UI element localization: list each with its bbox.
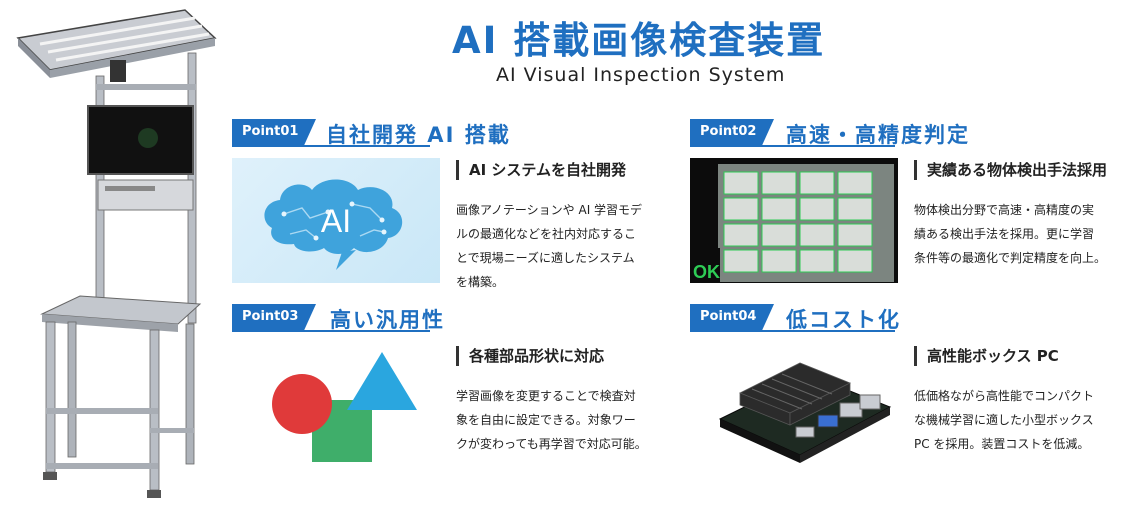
ai-brain-image: AI <box>232 158 440 283</box>
point02-badge: Point02 <box>690 119 774 145</box>
blue-triangle-icon <box>347 352 417 410</box>
brain-icon: AI <box>264 179 403 270</box>
point04-description: 低価格ながら高性能でコンパクト な機械学習に適した小型ボックス PC を採用。装… <box>914 389 1095 451</box>
point04-badge: Point04 <box>690 304 774 330</box>
point02-subtitle: 実績ある物体検出手法採用 <box>914 160 1107 180</box>
inspection-machine-image <box>16 9 217 498</box>
point02-title: 高速・高精度判定 <box>786 123 970 147</box>
point01-description: 画像アノテーションや AI 学習モデ ルの最適化などを社内対応するこ とで現場ニ… <box>456 203 643 289</box>
point01-title: 自社開発 AI 搭載 <box>326 123 511 147</box>
point01-underline <box>232 145 430 147</box>
point04-underline <box>690 330 895 332</box>
inspection-result-image: OK <box>690 158 898 283</box>
point03-title: 高い汎用性 <box>330 308 445 332</box>
ai-image-label: AI <box>321 203 351 239</box>
box-pc-image <box>700 335 900 475</box>
ok-result-label: OK <box>693 262 720 282</box>
point01-subtitle: AI システムを自社開発 <box>456 160 626 180</box>
red-circle-icon <box>272 374 332 434</box>
point03-badge: Point03 <box>232 304 316 330</box>
point02-underline <box>690 145 895 147</box>
generic-shapes-image <box>232 342 440 472</box>
point03-underline <box>232 330 430 332</box>
point02-description: 物体検出分野で高速・高精度の実 績ある検出手法を採用。更に学習 条件等の最適化で… <box>914 203 1107 265</box>
point04-title: 低コスト化 <box>786 308 901 332</box>
page-title: AI 搭載画像検査装置 <box>452 19 826 62</box>
point01-badge: Point01 <box>232 119 316 145</box>
page-subtitle: AI Visual Inspection System <box>496 64 786 86</box>
point03-subtitle: 各種部品形状に対応 <box>456 346 604 366</box>
point04-subtitle: 高性能ボックス PC <box>914 346 1059 366</box>
point03-description: 学習画像を変更することで検査対 象を自由に設定できる。対象ワー クが変わっても再… <box>456 389 647 451</box>
